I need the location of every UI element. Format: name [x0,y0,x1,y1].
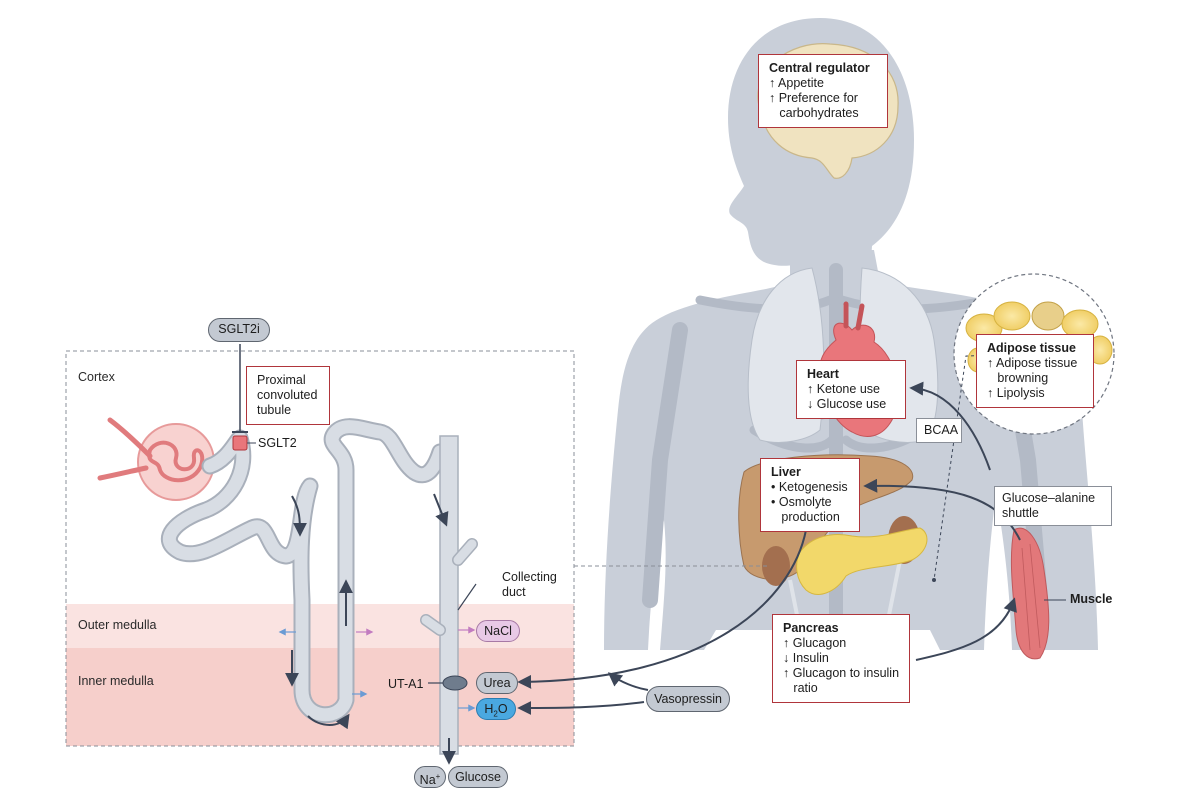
shuttle-line-2: shuttle [1002,506,1039,520]
adipose-tissue-box: Adipose tissue ↑ Adipose tissue browning… [976,334,1094,408]
adipose-line-3: ↑ Lipolysis [987,386,1045,400]
h2o-pill: H2O [476,698,516,720]
central-regulator-title: Central regulator [769,61,870,75]
organ-arrows [517,381,1066,715]
sglt2i-pill: SGLT2i [208,318,270,342]
collecting-duct-label-1: Collecting [502,570,557,584]
muscle-organ [1010,527,1050,660]
central-line-3: carbohydrates [769,106,859,120]
shuttle-line-1: Glucose–alanine [1002,491,1096,505]
ut-a1-label: UT-A1 [388,677,424,691]
pancreas-title: Pancreas [783,621,839,635]
adipose-line-2: browning [987,371,1049,385]
collecting-duct-label-2: duct [502,585,526,599]
urea-pill: Urea [476,672,518,694]
heart-title: Heart [807,367,839,381]
heart-line-1: ↑ Ketone use [807,382,880,396]
transport-arrows [278,583,477,712]
central-line-2: ↑ Preference for [769,91,858,105]
central-regulator-box: Central regulator ↑ Appetite ↑ Preferenc… [758,54,888,128]
pct-line-1: Proximal [257,373,306,387]
pancreas-line-1: ↑ Glucagon [783,636,847,650]
heart-line-2: ↓ Glucose use [807,397,887,411]
cortex-label: Cortex [78,370,115,384]
heart-box: Heart ↑ Ketone use ↓ Glucose use [796,360,906,419]
pancreas-line-2: ↓ Insulin [783,651,829,665]
nephron-tubule [160,418,449,724]
outer-medulla-label: Outer medulla [78,618,157,632]
h2o-h: H [484,702,494,716]
liver-line-1: • Ketogenesis [771,480,848,494]
vasopressin-pill: Vasopressin [646,686,730,712]
sodium-pill: Na+ [414,766,446,788]
pancreas-line-3: ↑ Glucagon to insulin [783,666,900,680]
liver-title: Liver [771,465,801,479]
pancreas-line-4: ratio [783,681,818,695]
nephron-zones [65,350,575,747]
liver-box: Liver • Ketogenesis • Osmolyte productio… [760,458,860,532]
flow-arrows [285,493,456,765]
glucose-pill: Glucose [448,766,508,788]
sglt2-label: SGLT2 [258,436,297,450]
liver-line-2: • Osmolyte [771,495,832,509]
glomerulus [97,417,215,501]
liver-line-3: production [771,510,840,524]
inner-medulla-label: Inner medulla [78,674,154,688]
nacl-pill: NaCl [476,620,520,642]
sglt2-transporter [232,344,256,451]
bcaa-box: BCAA [916,418,962,443]
central-line-1: ↑ Appetite [769,76,824,90]
adipose-title: Adipose tissue [987,341,1076,355]
pct-line-2: convoluted [257,388,318,402]
adipose-line-1: ↑ Adipose tissue [987,356,1078,370]
pancreas-organ [796,527,928,595]
glucose-alanine-shuttle-box: Glucose–alanine shuttle [994,486,1112,526]
muscle-label: Muscle [1070,592,1113,606]
na-sup: + [435,772,441,781]
h2o-sub: 2 [493,709,498,719]
pancreas-box: Pancreas ↑ Glucagon ↓ Insulin ↑ Glucagon… [772,614,910,703]
pct-label-box: Proximal convoluted tubule [246,366,330,425]
h2o-o: O [497,702,508,716]
pct-line-3: tubule [257,403,292,417]
na-base: Na [419,773,436,788]
